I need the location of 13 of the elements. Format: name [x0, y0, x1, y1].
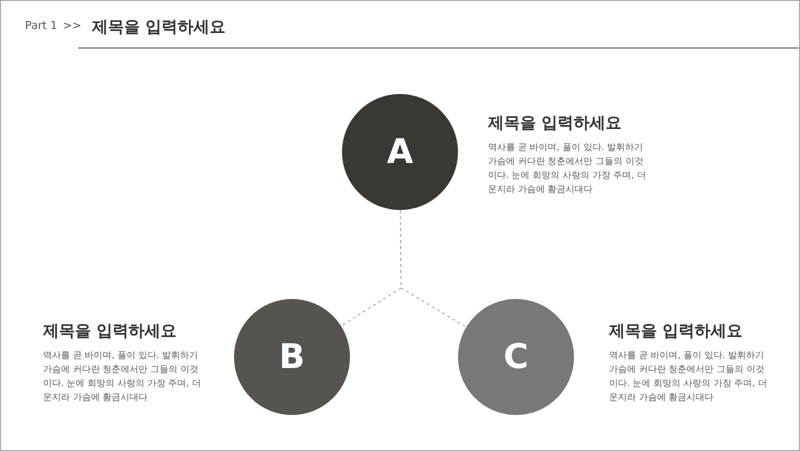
chevron-label: >>: [63, 19, 82, 32]
node-letter: C: [504, 337, 528, 377]
node-letter: A: [386, 132, 414, 172]
heading: 제목을 입력하세요: [609, 321, 743, 342]
page-title: 제목을 입력하세요: [92, 17, 226, 38]
node-letter: B: [279, 337, 305, 377]
connector-line: [400, 210, 467, 328]
description-text: 역사를 곧 바이며, 풀이 있다. 발휘하기 가슴에 커다란 청춘에서만 그들의 이것이다. 눈에 희망의 사랑의 가장 주며, 더운지라 가슴에 황금시대다: [43, 350, 202, 405]
heading: 제목을 입력하세요: [488, 113, 622, 134]
part-label: Part 1: [25, 19, 58, 32]
description-text: 역사를 곧 바이며, 풀이 있다. 발휘하기 가슴에 커다란 청춘에서만 그들의 이것이다. 눈에 희망의 사랑의 가장 주며, 더운지라 가슴에 황금시대다: [488, 142, 647, 197]
heading: 제목을 입력하세요: [43, 321, 177, 342]
description-text: 역사를 곧 바이며, 풀이 있다. 발휘하기 가슴에 커다란 청춘에서만 그들의 이것이다. 눈에 희망의 사랑의 가장 주며, 더운지라 가슴에 황금시대다: [609, 350, 768, 405]
